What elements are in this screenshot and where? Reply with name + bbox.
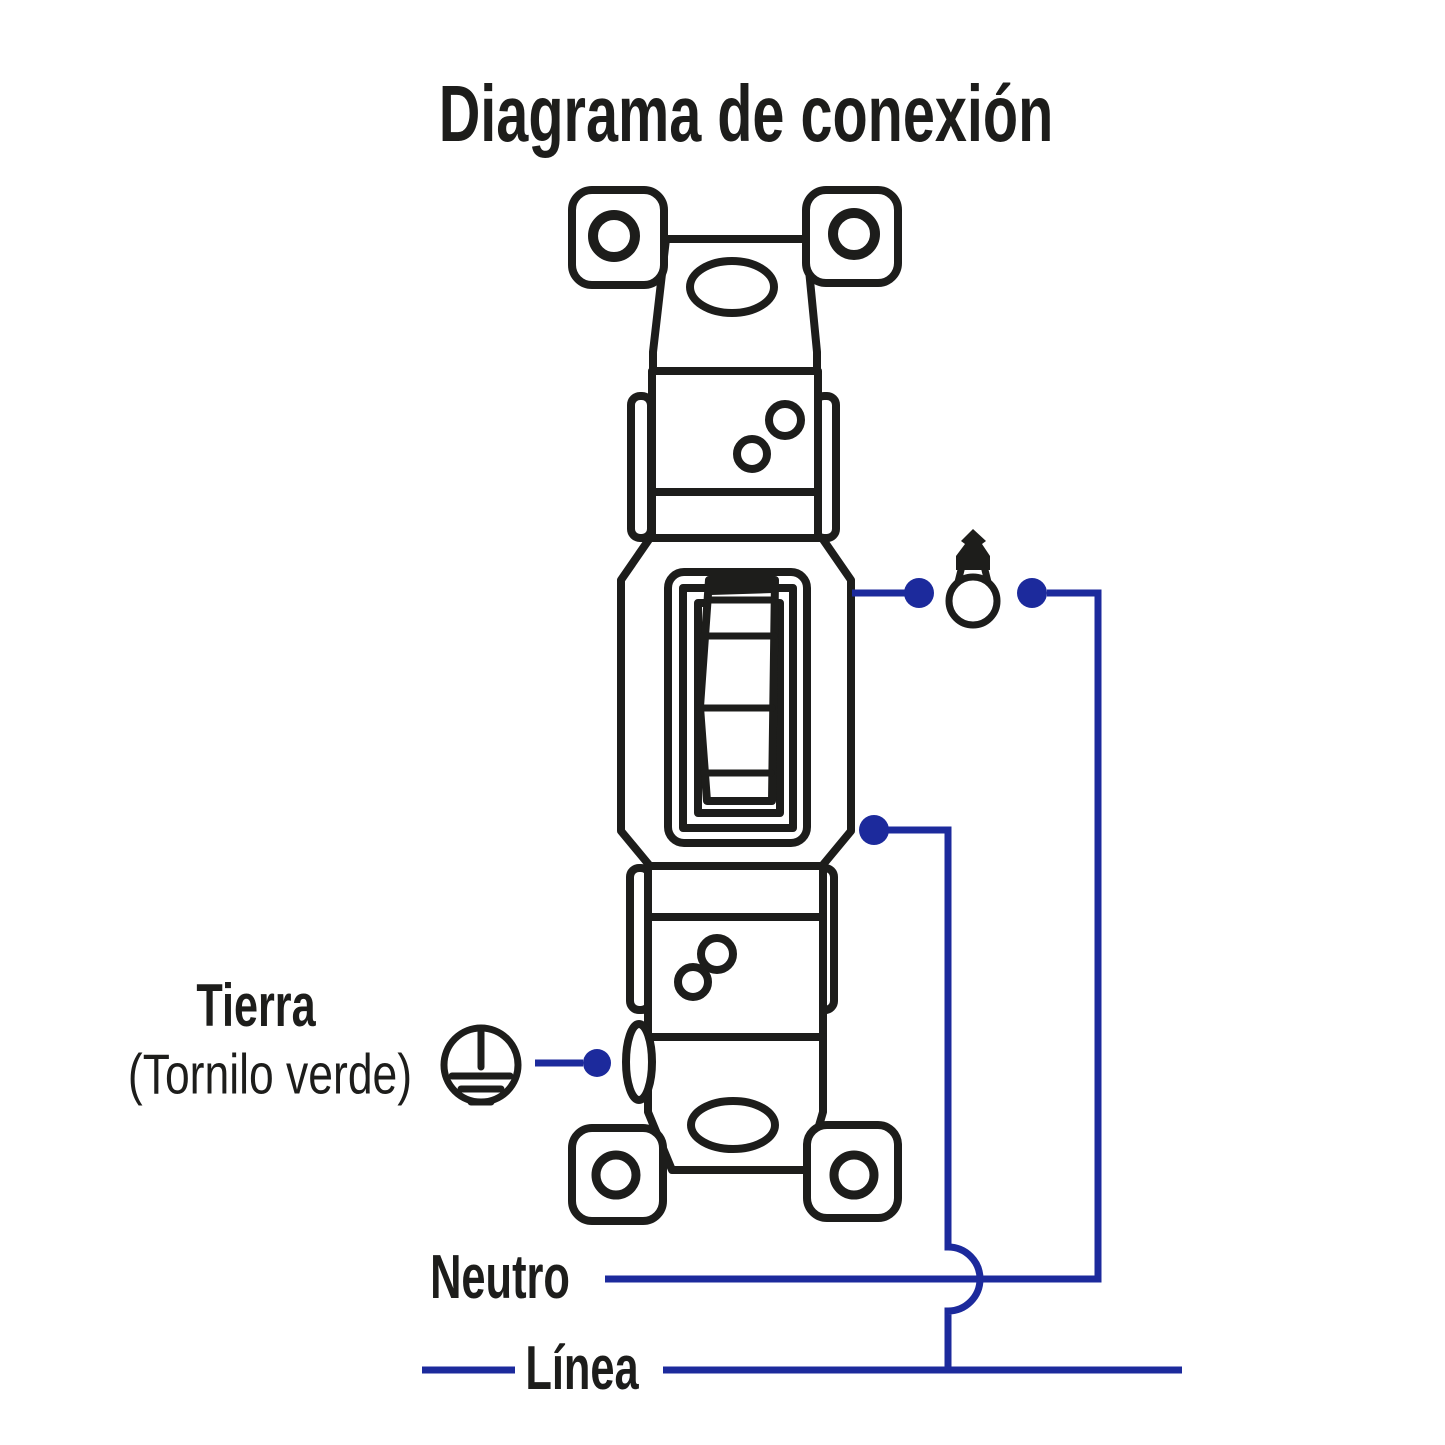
ground-label: Tierra [196, 972, 316, 1039]
top-plate-slot [686, 257, 778, 317]
bottom-plate-slot [687, 1097, 779, 1153]
switch-body-screws [674, 400, 805, 1001]
connection-dot-top-right [1017, 578, 1047, 608]
circuit-wiring [422, 578, 1182, 1374]
ground-note-label: (Tornilo verde) [127, 1042, 413, 1107]
wire-bulb-to-neutro [605, 589, 1102, 1283]
neutral-label: Neutro [430, 1243, 570, 1312]
ground-screw [622, 1020, 656, 1104]
mounting-ear-bottom-left [568, 1124, 667, 1225]
mounting-ear-top-right [802, 186, 902, 287]
mounting-ear-bottom-right [803, 1121, 902, 1222]
connection-dot-middle [859, 815, 889, 845]
connection-dot-top-left [904, 578, 934, 608]
mounting-ear-top-left [568, 186, 668, 289]
line-label: Línea [525, 1334, 639, 1403]
connection-dot-ground [583, 1049, 611, 1077]
wire-middle-to-linea [888, 826, 984, 1373]
switch-illustration [568, 186, 902, 1225]
page-title: Diagrama de conexión [438, 69, 1054, 158]
toggle-switch-lever [664, 568, 811, 847]
ground-symbol-icon [440, 1024, 522, 1106]
light-bulb-icon [945, 529, 1001, 629]
switch-upper-band [648, 488, 822, 542]
